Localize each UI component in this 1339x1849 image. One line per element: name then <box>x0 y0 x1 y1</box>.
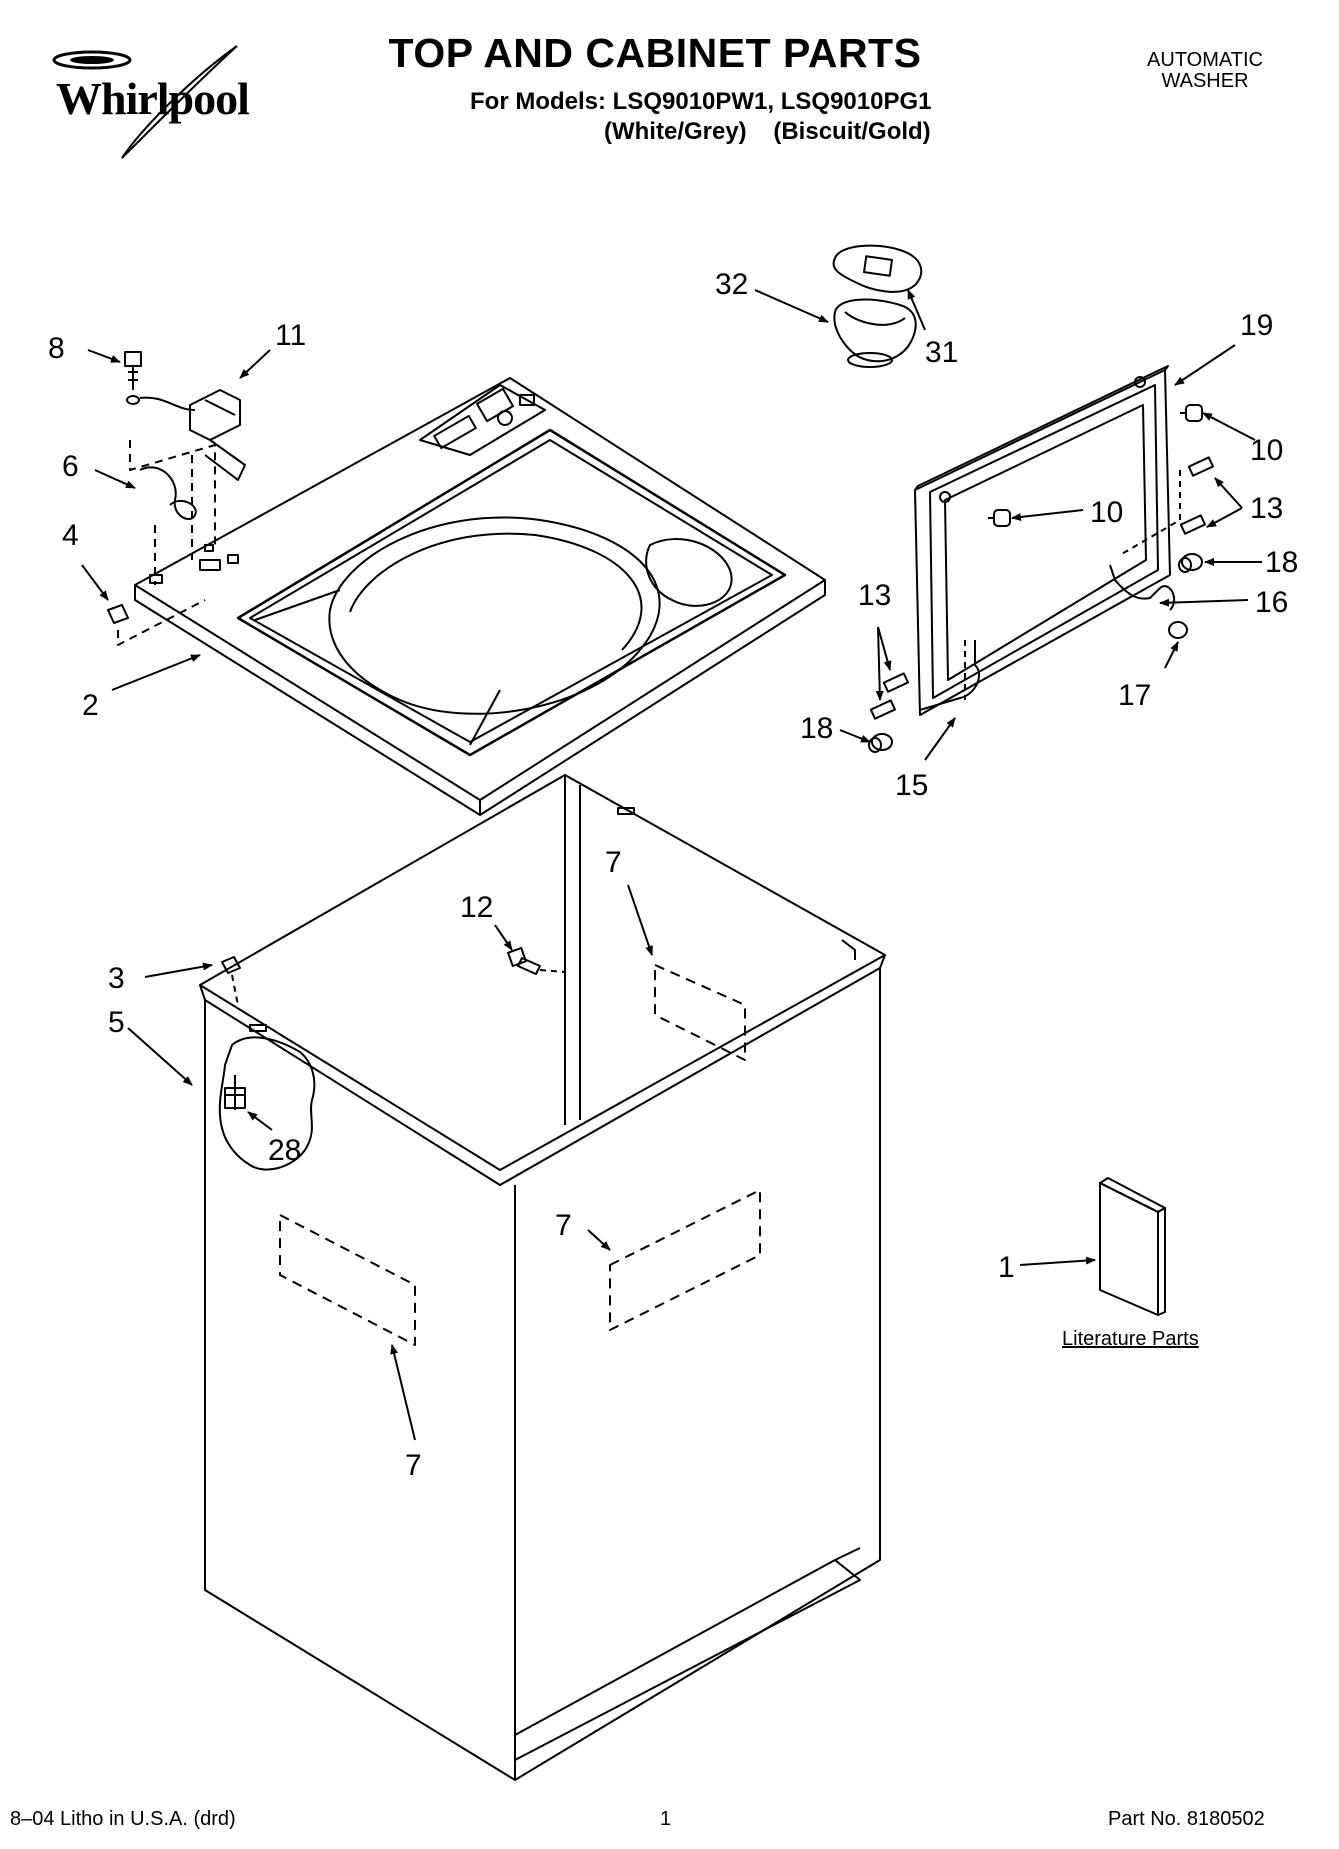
callout-16: 16 <box>1255 586 1288 619</box>
label-area-back <box>654 964 746 1061</box>
part-18-grommet-right <box>1178 553 1203 573</box>
callout-7-back: 7 <box>605 846 622 879</box>
literature-parts-label: Literature Parts <box>1062 1328 1199 1350</box>
part-28-screw <box>224 1075 246 1110</box>
assembly-guide-lines <box>117 440 216 646</box>
callout-4: 4 <box>62 519 79 552</box>
part-32-dispenser <box>833 298 917 368</box>
callout-13-left: 13 <box>858 579 891 612</box>
top-panel <box>134 377 826 816</box>
part-number: Part No. 8180502 <box>1108 1808 1265 1830</box>
callout-arrows <box>81 289 1262 1441</box>
callout-7-right: 7 <box>555 1209 572 1242</box>
callout-6: 6 <box>62 450 79 483</box>
callout-8: 8 <box>48 332 65 365</box>
callout-32: 32 <box>715 268 748 301</box>
part-3-clip <box>221 956 241 974</box>
part-8-screw <box>124 351 142 405</box>
part-31-dispenser-cap <box>832 244 923 293</box>
callout-15: 15 <box>895 769 928 802</box>
part-4-clip <box>107 604 129 624</box>
part-1-literature <box>1099 1177 1166 1316</box>
colors-line: (White/Grey) (Biscuit/Gold) <box>604 118 931 145</box>
callout-18-right: 18 <box>1265 546 1298 579</box>
part-10-bumper-upper <box>1180 404 1203 422</box>
whirlpool-logo-swirl-icon <box>52 45 238 159</box>
callout-31: 31 <box>925 336 958 369</box>
models-line: For Models: LSQ9010PW1, LSQ9010PG1 <box>470 88 932 115</box>
footer-print-info: 8–04 Litho in U.S.A. (drd) <box>10 1808 236 1830</box>
label-area-right <box>609 1189 761 1331</box>
appliance-type-line1: AUTOMATIC <box>1147 49 1263 71</box>
part-18-grommet-left <box>868 733 893 753</box>
part-10-bumper-lower <box>988 509 1011 527</box>
callout-17: 17 <box>1118 679 1151 712</box>
part-13-screws-left <box>869 672 909 720</box>
part-6-wire-clip <box>139 466 197 520</box>
appliance-type: AUTOMATIC WASHER <box>1130 50 1280 92</box>
part-12-screw <box>507 947 541 975</box>
callout-5: 5 <box>108 1006 125 1039</box>
callout-12: 12 <box>460 891 493 924</box>
part-13-screws-right <box>1179 456 1214 535</box>
callout-18-left: 18 <box>800 712 833 745</box>
part-19-lid <box>914 365 1171 716</box>
callout-10-upper: 10 <box>1250 434 1283 467</box>
appliance-type-line2: WASHER <box>1161 70 1249 92</box>
label-area-left <box>279 1214 416 1346</box>
lid-guide-lines <box>964 470 1181 700</box>
part-17-bushing <box>1168 621 1188 639</box>
callout-2: 2 <box>82 689 99 722</box>
callout-7-left: 7 <box>405 1449 422 1482</box>
callout-1: 1 <box>998 1251 1015 1284</box>
part-15-hinge-rod <box>919 640 980 711</box>
part-16-hinge-rod <box>1109 564 1176 611</box>
callout-3: 3 <box>108 962 125 995</box>
page-title: TOP AND CABINET PARTS <box>388 30 922 76</box>
callout-13-right: 13 <box>1250 492 1283 525</box>
part-5-cabinet <box>199 774 886 1781</box>
callout-19: 19 <box>1240 309 1273 342</box>
page-number: 1 <box>660 1808 672 1830</box>
brand-logo: Whirlpool <box>56 73 250 124</box>
callout-28: 28 <box>268 1134 301 1167</box>
callout-10-lower: 10 <box>1090 496 1123 529</box>
callout-11: 11 <box>275 319 306 352</box>
part-11-lid-switch <box>139 389 246 481</box>
